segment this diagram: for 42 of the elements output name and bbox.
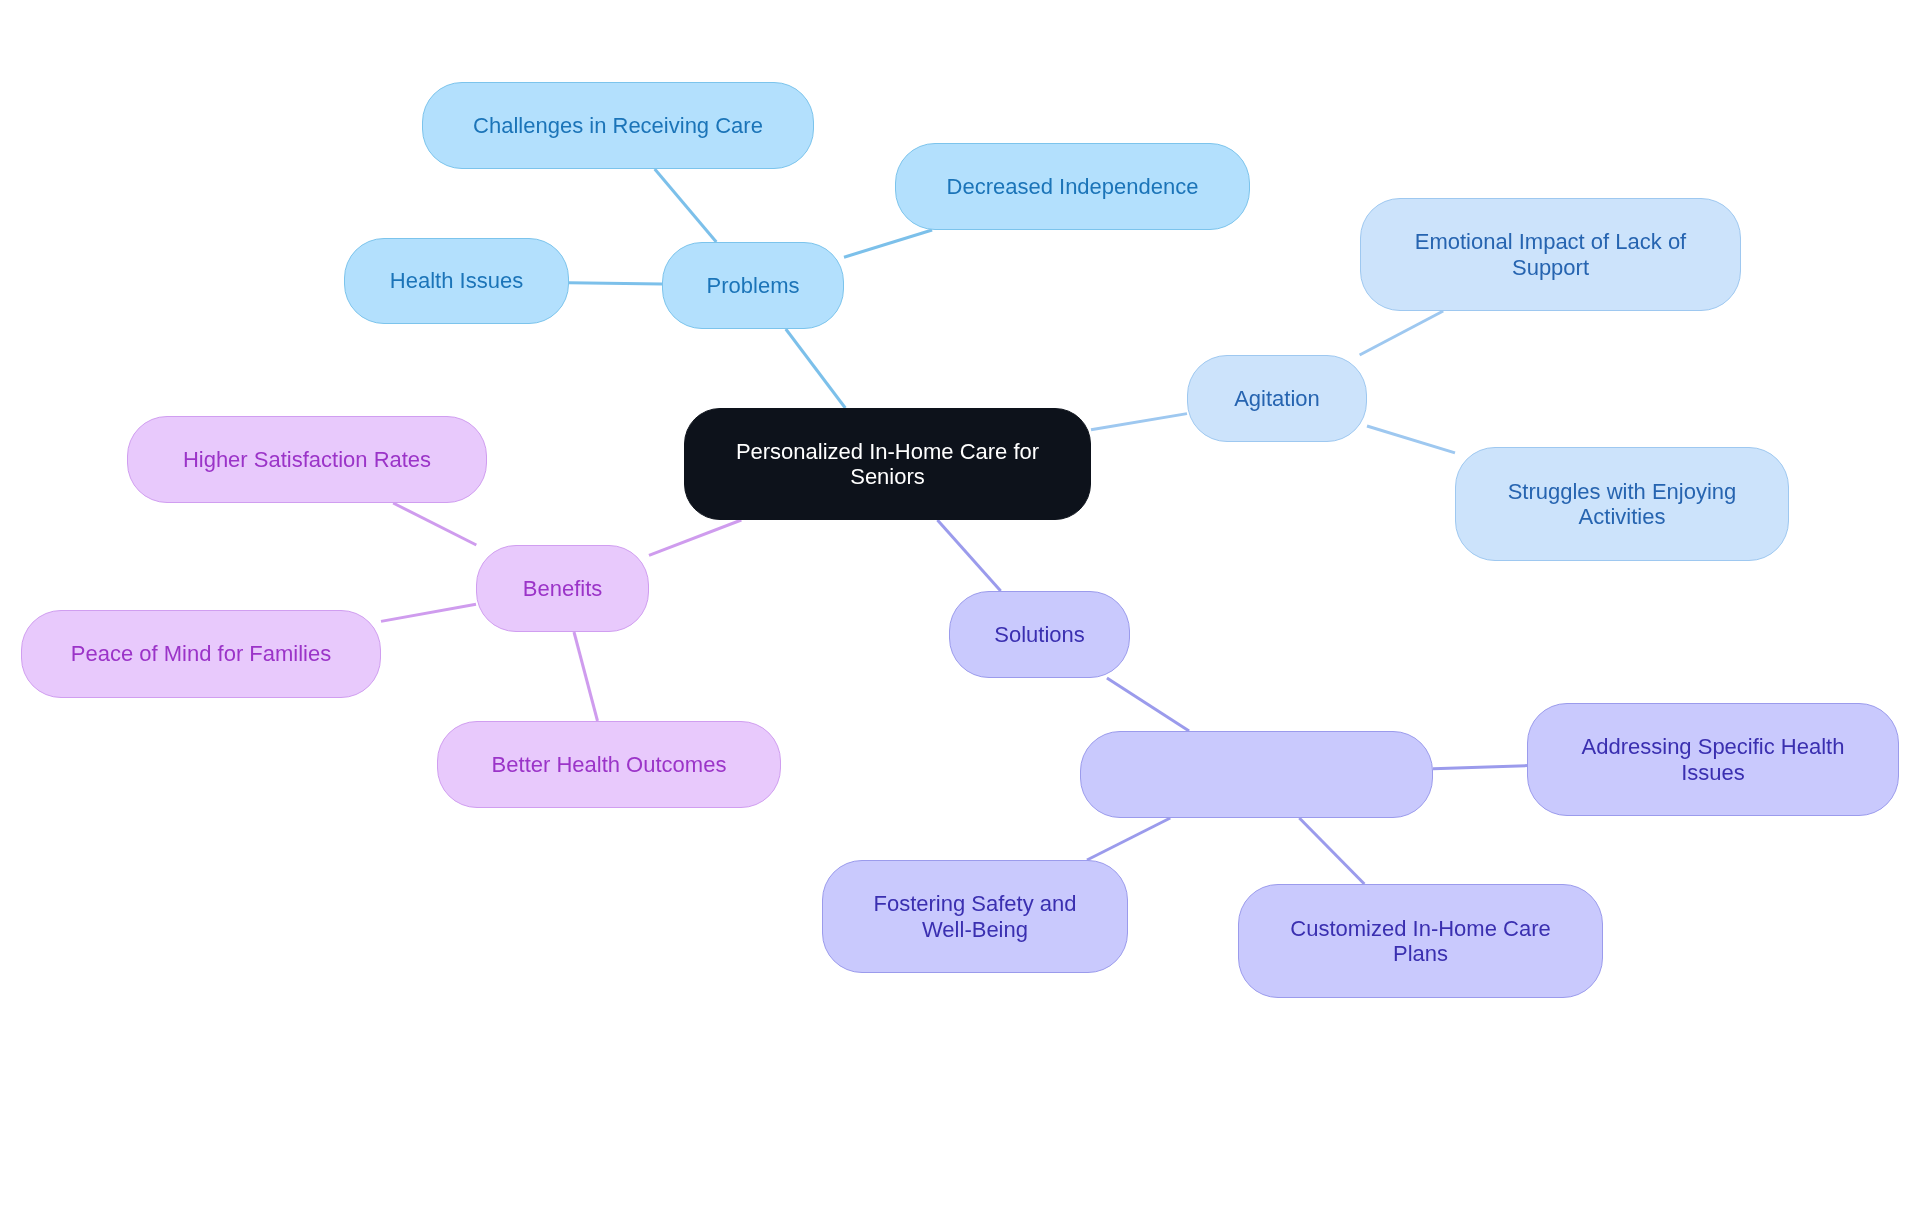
connector-line bbox=[653, 168, 718, 243]
node-label: Addressing Specific Health Issues bbox=[1580, 734, 1846, 785]
connector-line bbox=[843, 228, 933, 259]
connector-line bbox=[1086, 816, 1171, 862]
node-label: Peace of Mind for Families bbox=[70, 641, 332, 667]
connector-line bbox=[936, 519, 1002, 592]
node-label: Solutions bbox=[994, 621, 1085, 648]
node-label: Decreased Independence bbox=[946, 173, 1199, 200]
connector-line bbox=[1358, 309, 1444, 357]
topic-box bbox=[1455, 447, 1789, 561]
connector-line bbox=[1106, 676, 1190, 733]
node-label: Problems bbox=[706, 272, 800, 299]
node-label: Emotional Impact of Lack of Support bbox=[1413, 229, 1688, 280]
connector-line bbox=[1298, 816, 1366, 886]
topic-box bbox=[822, 860, 1128, 973]
topic-box bbox=[1187, 355, 1367, 442]
topic-box bbox=[476, 545, 649, 632]
node-label: Health Issues bbox=[389, 268, 524, 294]
topic-box bbox=[21, 610, 381, 698]
node-label: Customized In-Home Care Plans bbox=[1289, 915, 1552, 967]
node-label: Benefits bbox=[522, 575, 603, 602]
topic-box bbox=[1238, 884, 1603, 998]
node-label: Higher Satisfaction Rates bbox=[182, 446, 432, 473]
connector-line bbox=[572, 631, 599, 722]
connector-line bbox=[1090, 412, 1188, 432]
topic-box bbox=[1527, 703, 1899, 816]
node-label: Fostering Safety and Well-Being bbox=[872, 891, 1078, 942]
node-label: Challenges in Receiving Care bbox=[473, 112, 763, 139]
connector-line bbox=[392, 501, 477, 547]
node-label: Struggles with Enjoying Activities bbox=[1506, 478, 1738, 530]
node-label: Agitation bbox=[1234, 385, 1320, 412]
connector-line bbox=[648, 518, 742, 557]
topic-box bbox=[662, 242, 844, 329]
connector-line bbox=[380, 602, 477, 623]
central-topic-box bbox=[684, 408, 1091, 520]
connector-line bbox=[1432, 764, 1528, 771]
connector-line bbox=[784, 328, 847, 409]
connector-line bbox=[568, 281, 663, 286]
node-label: Personalized In-Home Care for Seniors bbox=[734, 438, 1041, 490]
connector-line bbox=[1366, 424, 1456, 455]
topic-box bbox=[1360, 198, 1741, 311]
node-label: Better Health Outcomes bbox=[491, 751, 727, 778]
